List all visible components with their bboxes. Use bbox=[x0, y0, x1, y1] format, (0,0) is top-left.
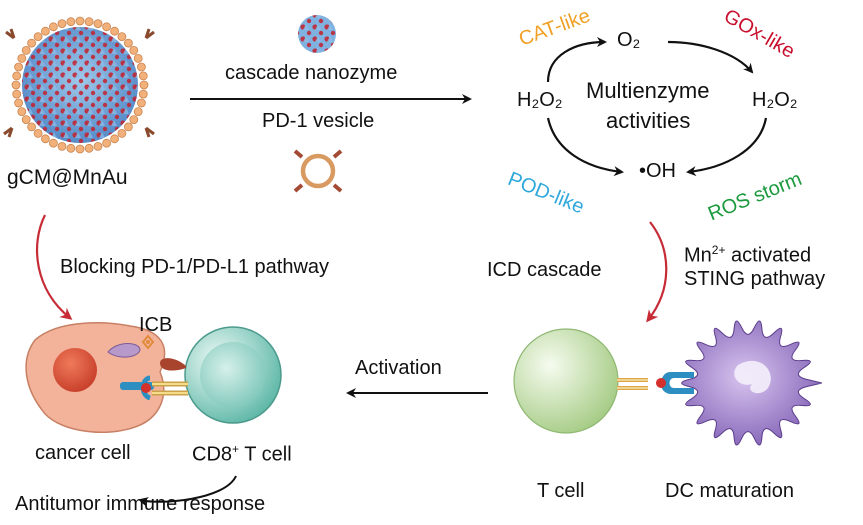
multienzyme-line1: Multienzyme bbox=[586, 78, 710, 103]
cd8-t-cell-label: CD8+ T cell bbox=[192, 442, 292, 466]
cycle-arrows bbox=[546, 37, 768, 177]
cascade-nanozyme-label: cascade nanozyme bbox=[225, 62, 398, 84]
red-arrow-right bbox=[646, 221, 668, 323]
icb-label: ICB bbox=[139, 314, 173, 336]
red-arrow-left bbox=[35, 214, 73, 320]
h2o2-right-label: H₂O₂ bbox=[752, 89, 798, 111]
h2o2-left-label: H₂O₂ bbox=[517, 89, 563, 111]
hydroxyl-radical-label: •OH bbox=[639, 160, 677, 182]
response-arrow bbox=[138, 475, 237, 507]
icd-cascade-label: ICD cascade bbox=[487, 259, 602, 281]
pd1-vesicle-icon bbox=[293, 149, 343, 193]
icb-antibody-icon bbox=[141, 334, 155, 350]
mn-activated-label: Mn2+ activated bbox=[684, 243, 812, 267]
activation-label: Activation bbox=[355, 357, 442, 379]
naive-t-cell bbox=[513, 328, 619, 434]
multienzyme-line2: activities bbox=[606, 108, 691, 133]
o2-label: O₂ bbox=[617, 29, 641, 51]
nanoparticle-label: gCM@MnAu bbox=[7, 166, 128, 189]
cancer-cell-label: cancer cell bbox=[35, 442, 131, 464]
pd-l1 bbox=[107, 343, 141, 358]
dc-maturation-label: DC maturation bbox=[665, 480, 794, 502]
dc-nucleus bbox=[734, 360, 771, 394]
tcell-dc-synapse bbox=[617, 372, 694, 394]
sting-pathway-label: STING pathway bbox=[684, 268, 826, 290]
nanoparticle-dots bbox=[22, 27, 138, 143]
nanoparticle-gcm-mnau bbox=[3, 16, 155, 154]
tcr-mhc-complex bbox=[120, 375, 188, 401]
cancer-cell bbox=[25, 322, 166, 434]
antitumor-response-label: Antitumor immune response bbox=[15, 493, 266, 515]
cancer-nucleus bbox=[53, 348, 97, 392]
cd8-nucleus bbox=[200, 342, 266, 408]
cd8-t-cell bbox=[160, 326, 282, 424]
pd1-vesicle-label: PD-1 vesicle bbox=[262, 110, 375, 132]
blocking-pathway-label: Blocking PD-1/PD-L1 pathway bbox=[60, 256, 330, 278]
dendritic-cell bbox=[681, 320, 823, 446]
pd1-receptors bbox=[3, 28, 155, 138]
pd1-receptor-tcell bbox=[160, 358, 186, 371]
cascade-nanozyme-icon bbox=[298, 15, 336, 53]
lipid-bilayer bbox=[11, 16, 149, 154]
t-cell-label: T cell bbox=[537, 480, 585, 502]
